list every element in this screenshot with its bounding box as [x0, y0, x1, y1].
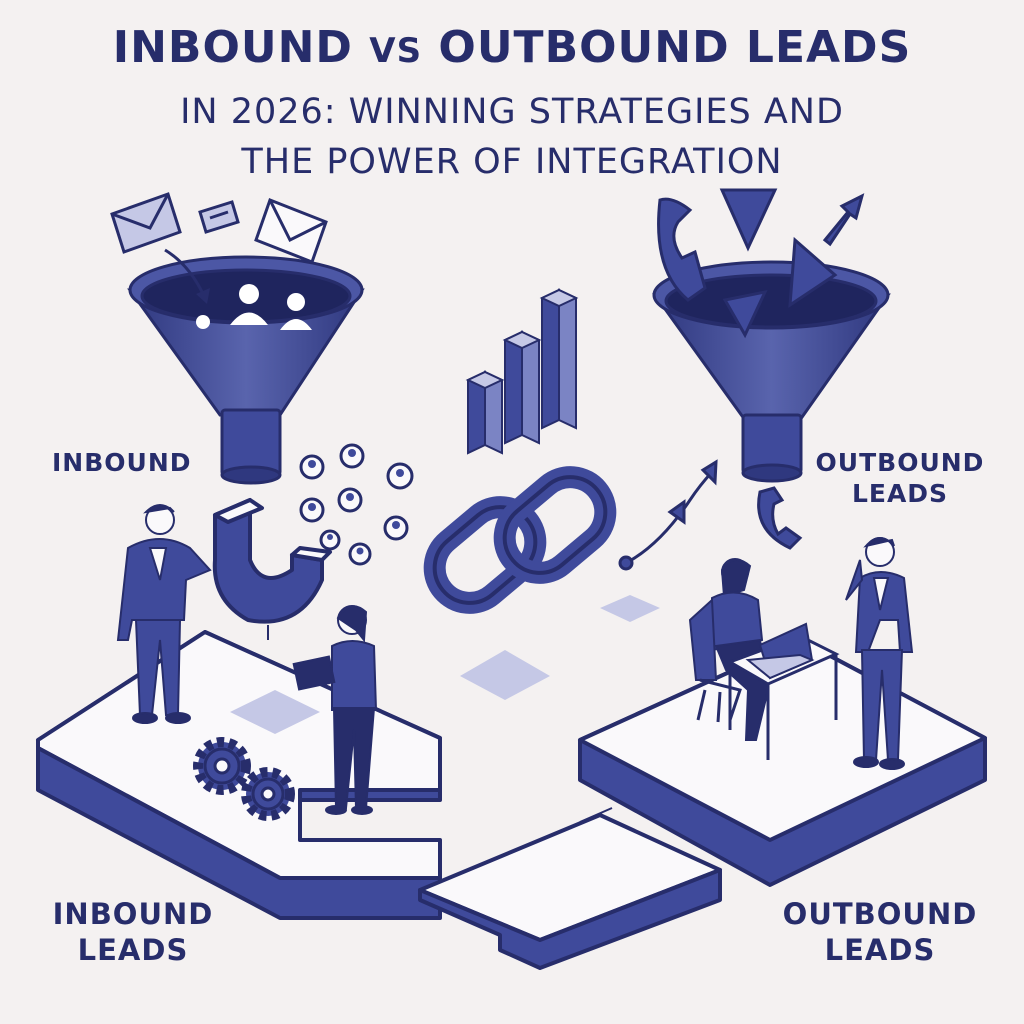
businessman-icon — [845, 537, 914, 770]
envelope-icon — [110, 192, 182, 254]
outbound-leads-label: OUTBOUND LEADS — [805, 447, 995, 510]
envelope-icon — [198, 200, 240, 234]
lead-avatar-figures — [308, 449, 404, 555]
connector-platform — [418, 813, 722, 970]
outbound-leads-bottom-line-2: LEADS — [824, 933, 936, 968]
title-vs: vs — [369, 31, 423, 71]
inbound-leads-line-1: INBOUND — [52, 897, 214, 931]
laptop-icon — [745, 622, 815, 680]
title-outbound: OUTBOUND LEADS — [438, 22, 912, 73]
chain-link-icon — [423, 466, 617, 614]
businesswoman-icon — [292, 605, 378, 815]
title-inbound: INBOUND — [112, 22, 353, 73]
magnet-icon — [212, 498, 332, 624]
inbound-leads-label: INBOUND LEADS — [48, 896, 218, 969]
floor-tiles — [230, 595, 660, 734]
bar-chart-icon — [465, 288, 579, 455]
inbound-leads-line-2: LEADS — [77, 933, 189, 968]
outbound-funnel — [652, 260, 891, 483]
gear-icon — [241, 767, 295, 821]
outbound-leads-bottom-line-1: OUTBOUND — [782, 897, 978, 931]
phone-icon — [657, 197, 707, 302]
page-title: INBOUND vs OUTBOUND LEADS — [0, 22, 1024, 73]
outbound-label-line-2: LEADS — [851, 479, 949, 509]
outbound-leads-bottom-label: OUTBOUND LEADS — [780, 896, 980, 969]
envelope-icon — [254, 198, 328, 264]
businessman-icon — [116, 504, 212, 724]
gear-icon — [193, 737, 251, 795]
arrow-icon — [719, 188, 865, 308]
arrow-head-icon — [196, 288, 210, 304]
lead-avatar-icons — [299, 443, 414, 566]
phone-icon — [757, 486, 803, 550]
trend-arrow-icon — [618, 459, 718, 571]
inbound-label: INBOUND — [52, 448, 192, 477]
people-icon — [196, 284, 312, 330]
outbound-label-line-1: OUTBOUND — [815, 448, 985, 477]
subtitle-line-2: THE POWER OF INTEGRATION — [241, 142, 783, 182]
subtitle-line-1: IN 2026: WINNING STRATEGIES AND — [180, 92, 844, 132]
connector-lines — [267, 625, 613, 823]
